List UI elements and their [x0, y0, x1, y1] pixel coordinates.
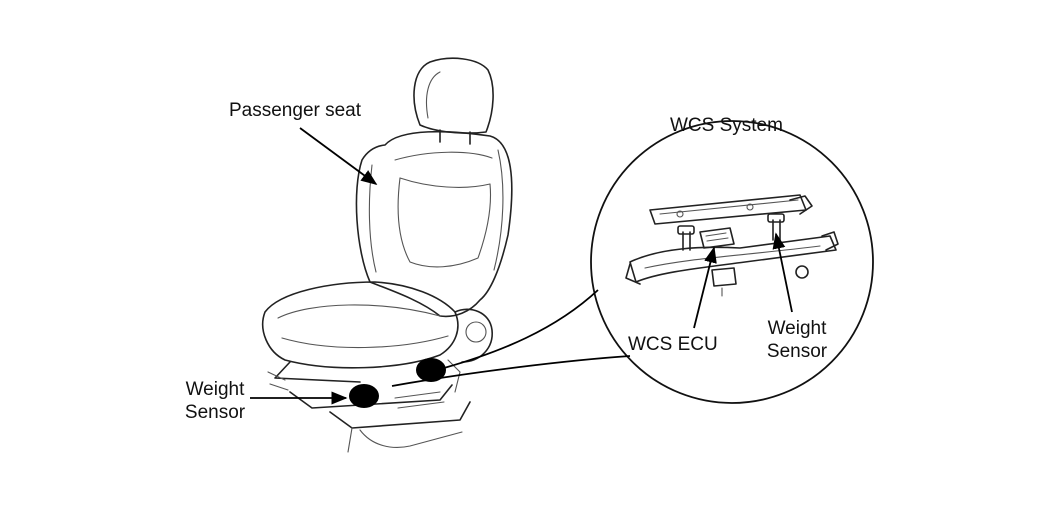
weight-sensor-left-line1: Weight [185, 379, 245, 400]
wcs-magnifier-circle [590, 120, 874, 404]
magnifier-connector-lower [391, 355, 631, 387]
weight-sensor-right-line2: Sensor [766, 341, 828, 362]
passenger-seat-arrow [299, 127, 378, 185]
seat-headrest [413, 57, 494, 134]
wcs-ecu-label: WCS ECU [628, 334, 718, 355]
seat-backrest [355, 130, 513, 318]
weight-sensor-left-label: Weight Sensor [176, 378, 254, 424]
weight-sensor-left-line2: Sensor [184, 402, 246, 423]
weight-sensor-right-label: Weight Sensor [758, 317, 836, 363]
wcs-ecu-arrow [693, 246, 717, 329]
magnifier-connector-upper [443, 289, 599, 369]
weight-sensor-right-arrow [772, 232, 793, 313]
passenger-seat-label: Passenger seat [229, 100, 362, 121]
weight-sensor-marker-rear [416, 358, 446, 382]
weight-sensor-right-line1: Weight [767, 318, 827, 339]
seat-cushion [261, 281, 459, 369]
wcs-system-label: WCS System [670, 115, 783, 136]
weight-sensor-marker-front [349, 384, 379, 408]
